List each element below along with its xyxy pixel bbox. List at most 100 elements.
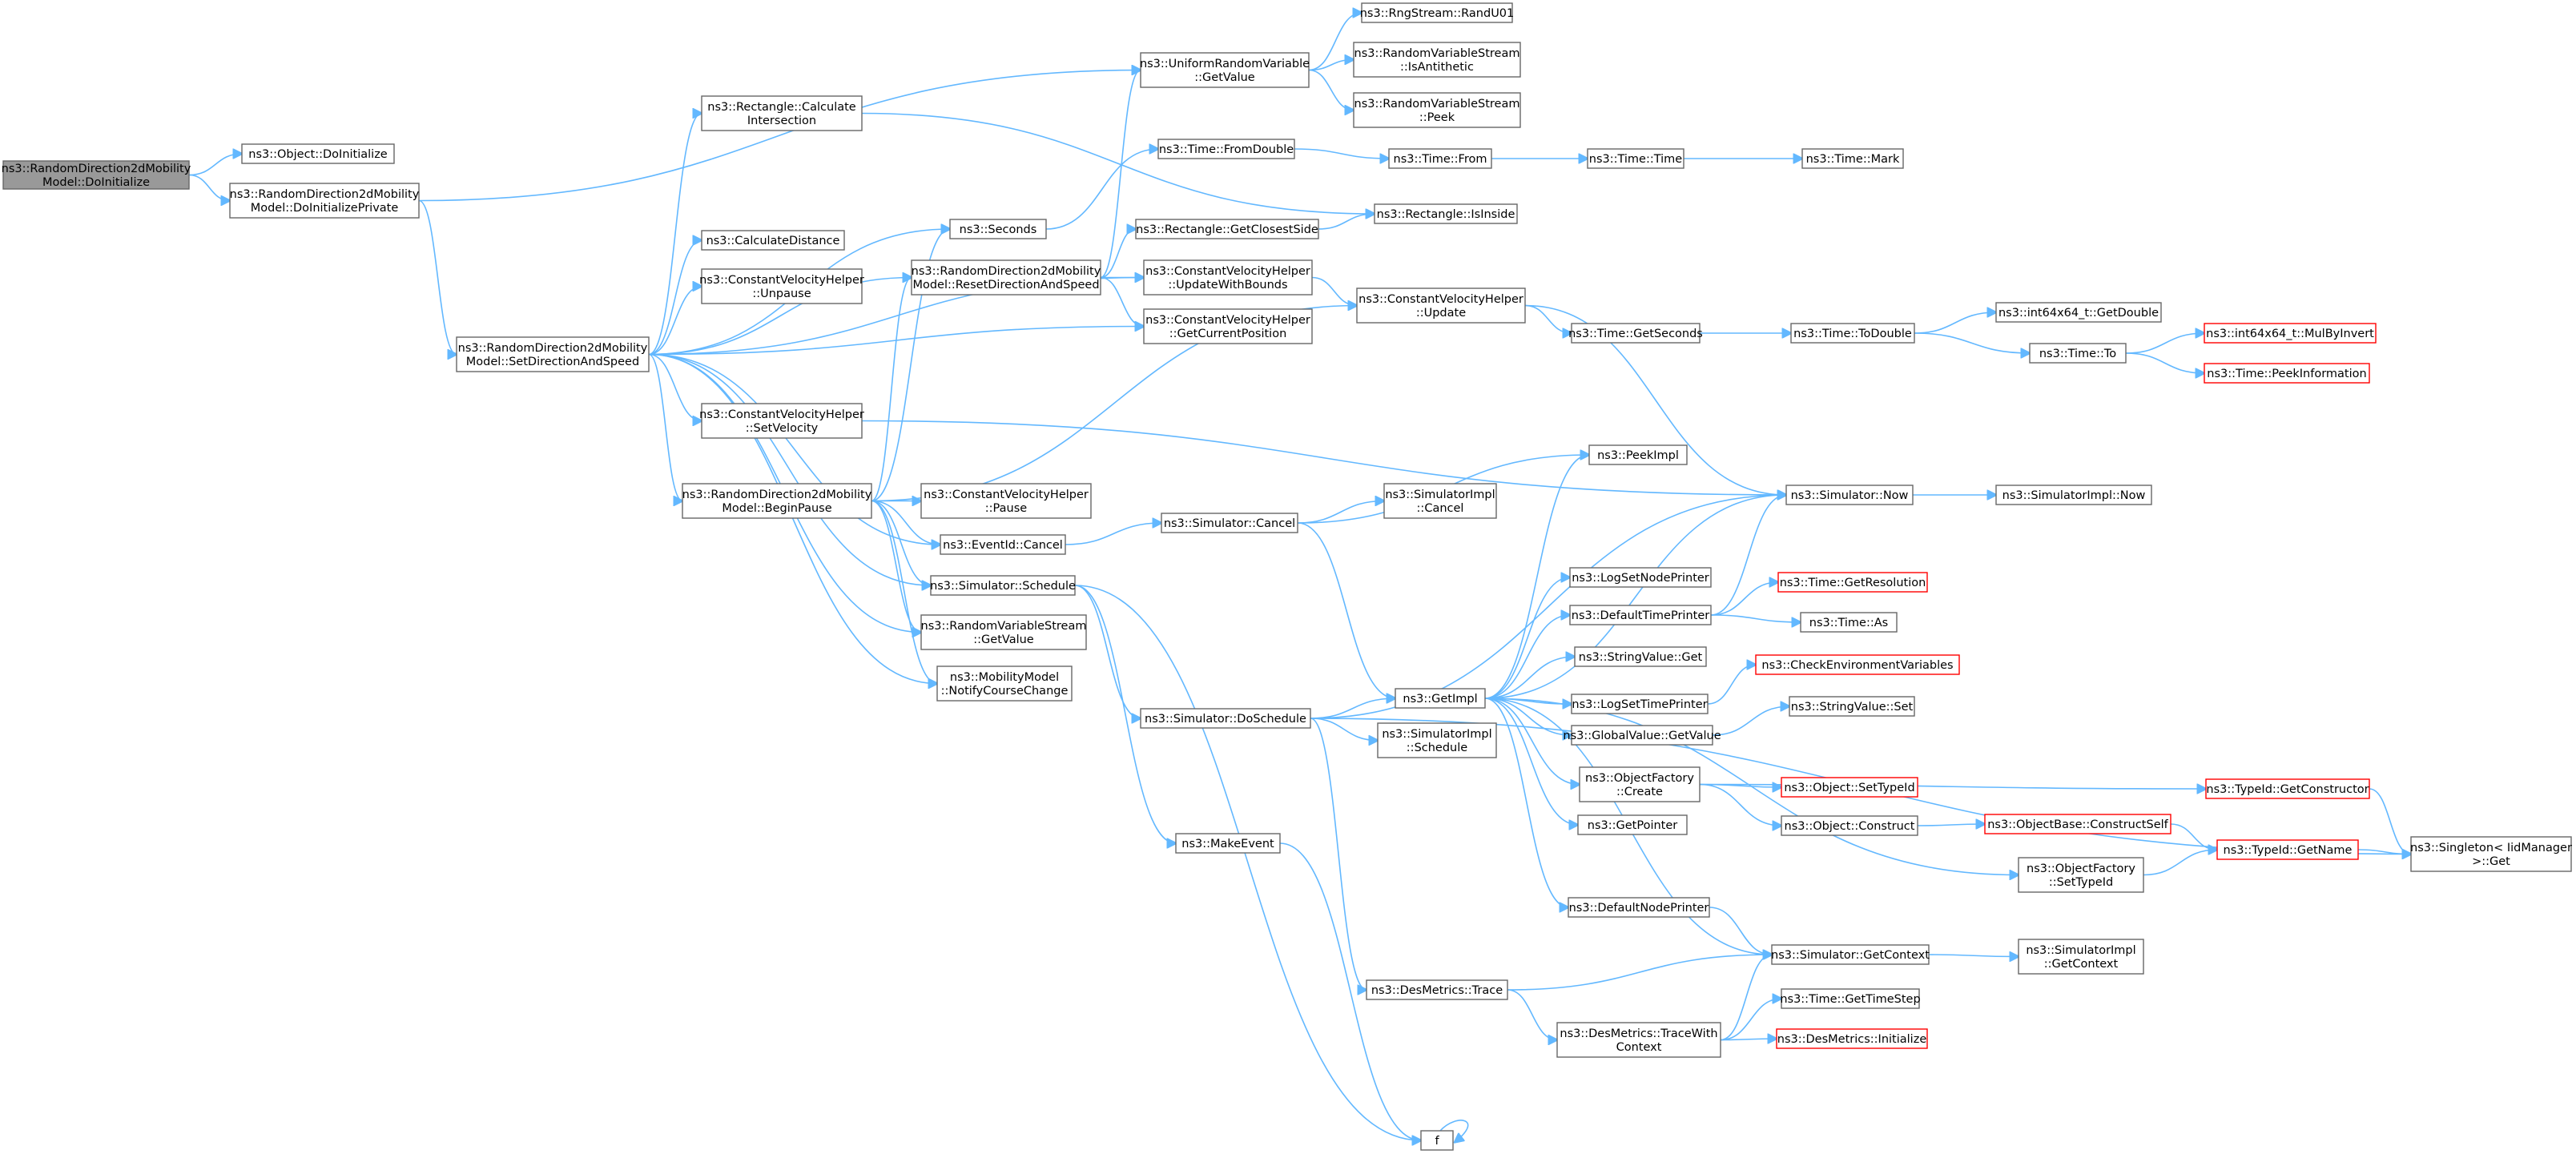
graph-node-cvgetpos[interactable]: ns3::ConstantVelocityHelper::GetCurrentP… bbox=[1143, 308, 1313, 344]
edge-objbaseconstruct-to-typeidgetname bbox=[2170, 823, 2217, 850]
graph-node-deftimeprinter[interactable]: ns3::DefaultTimePrinter bbox=[1569, 605, 1712, 625]
graph-node-cvupdbounds[interactable]: ns3::ConstantVelocityHelper::UpdateWithB… bbox=[1143, 259, 1313, 296]
node-box bbox=[1771, 944, 1930, 965]
graph-node-timegetsec[interactable]: ns3::Time::GetSeconds bbox=[1568, 323, 1703, 344]
edge-setdir-to-calcdist bbox=[648, 240, 702, 356]
graph-node-rngrand[interactable]: ns3::RngStream::RandU01 bbox=[1360, 2, 1515, 23]
node-box bbox=[701, 230, 845, 251]
graph-node-rvsanti[interactable]: ns3::RandomVariableStream::IsAntithetic bbox=[1353, 42, 1521, 78]
graph-node-simgetctx[interactable]: ns3::Simulator::GetContext bbox=[1771, 944, 1930, 965]
edge-setdir-to-resetdir bbox=[648, 278, 912, 356]
graph-node-strvalset[interactable]: ns3::StringValue::Set bbox=[1789, 696, 1915, 717]
graph-node-typeidgetctor[interactable]: ns3::TypeId::GetConstructor bbox=[2205, 778, 2370, 799]
graph-node-strvalget[interactable]: ns3::StringValue::Get bbox=[1574, 646, 1707, 667]
graph-node-cvpause[interactable]: ns3::ConstantVelocityHelper::Pause bbox=[920, 483, 1092, 519]
node-label: ns3::LogSetNodePrinter bbox=[1572, 572, 1709, 585]
graph-node-doinitpriv[interactable]: ns3::RandomDirection2dMobilityModel::DoI… bbox=[229, 183, 420, 219]
graph-node-objdoinit[interactable]: ns3::Object::DoInitialize bbox=[241, 143, 395, 164]
node-box bbox=[1571, 694, 1709, 714]
graph-node-logsetnode[interactable]: ns3::LogSetNodePrinter bbox=[1569, 567, 1712, 588]
graph-node-seconds[interactable]: ns3::Seconds bbox=[949, 219, 1047, 239]
graph-node-timeas[interactable]: ns3::Time::As bbox=[1800, 612, 1898, 633]
edge-deftimeprinter-to-timeas bbox=[1710, 614, 1801, 622]
graph-node-setdir[interactable]: ns3::RandomDirection2dMobilityModel::Set… bbox=[456, 336, 650, 372]
graph-node-defnodeprinter[interactable]: ns3::DefaultNodePrinter bbox=[1568, 897, 1710, 918]
graph-node-makeevent[interactable]: ns3::MakeEvent bbox=[1175, 833, 1281, 854]
node-label: ns3::EventId::Cancel bbox=[943, 539, 1063, 552]
graph-node-root[interactable]: ns3::RandomDirection2dMobilityModel::DoI… bbox=[2, 160, 191, 190]
graph-node-timetodouble[interactable]: ns3::Time::ToDouble bbox=[1790, 323, 1915, 344]
graph-node-cvupdate[interactable]: ns3::ConstantVelocityHelper::Update bbox=[1356, 287, 1526, 324]
graph-node-desinit[interactable]: ns3::DesMetrics::Initialize bbox=[1776, 1028, 1928, 1049]
graph-node-simimplnow[interactable]: ns3::SimulatorImpl::Now bbox=[1995, 485, 2152, 505]
graph-node-beginpause[interactable]: ns3::RandomDirection2dMobilityModel::Beg… bbox=[682, 483, 872, 519]
graph-node-logsettime[interactable]: ns3::LogSetTimePrinter bbox=[1571, 694, 1709, 714]
graph-node-timegetstep[interactable]: ns3::Time::GetTimeStep bbox=[1780, 988, 1921, 1009]
graph-node-typeidgetname[interactable]: ns3::TypeId::GetName bbox=[2216, 839, 2359, 860]
graph-node-simdosched[interactable]: ns3::Simulator::DoSchedule bbox=[1140, 708, 1311, 729]
node-box bbox=[911, 259, 1101, 296]
node-label: ns3::ConstantVelocityHelper bbox=[1145, 314, 1310, 327]
graph-node-getpointer[interactable]: ns3::GetPointer bbox=[1577, 814, 1688, 835]
graph-node-urvgetval[interactable]: ns3::UniformRandomVariable::GetValue bbox=[1140, 52, 1310, 88]
graph-node-checkenv[interactable]: ns3::CheckEnvironmentVariables bbox=[1755, 654, 1960, 675]
graph-node-rvspeek[interactable]: ns3::RandomVariableStream::Peek bbox=[1353, 92, 1521, 128]
graph-node-rvsgetval[interactable]: ns3::RandomVariableStream::GetValue bbox=[920, 614, 1087, 650]
graph-node-cvunpause[interactable]: ns3::ConstantVelocityHelper::Unpause bbox=[699, 268, 864, 304]
graph-node-f[interactable]: f bbox=[1420, 1130, 1454, 1151]
graph-node-desmetrics[interactable]: ns3::DesMetrics::Trace bbox=[1366, 979, 1508, 1000]
node-label: ns3::RandomVariableStream bbox=[921, 620, 1087, 633]
graph-node-rectclosest[interactable]: ns3::Rectangle::GetClosestSide bbox=[1135, 219, 1319, 239]
graph-node-objsettypeid[interactable]: ns3::Object::SetTypeId bbox=[1781, 777, 1918, 798]
graph-node-cvsetvel[interactable]: ns3::ConstantVelocityHelper::SetVelocity bbox=[699, 403, 864, 439]
graph-node-simcancel[interactable]: ns3::Simulator::Cancel bbox=[1161, 513, 1298, 533]
graph-node-timefrom[interactable]: ns3::Time::From bbox=[1388, 148, 1492, 169]
edge-logsettime-to-checkenv bbox=[1707, 665, 1756, 705]
edge-cvsetvel-to-simnow bbox=[861, 420, 1786, 496]
graph-node-objfactsettype[interactable]: ns3::ObjectFactory::SetTypeId bbox=[2018, 857, 2144, 893]
graph-node-simnow[interactable]: ns3::Simulator::Now bbox=[1785, 485, 1914, 505]
graph-node-singleton[interactable]: ns3::Singleton< IidManager>::Get bbox=[2410, 836, 2572, 872]
graph-node-timegetres[interactable]: ns3::Time::GetResolution bbox=[1777, 572, 1928, 593]
node-label: ::UpdateWithBounds bbox=[1168, 279, 1287, 292]
node-box bbox=[1568, 897, 1710, 918]
graph-node-peekimpl[interactable]: ns3::PeekImpl bbox=[1588, 444, 1688, 465]
graph-node-timeto[interactable]: ns3::Time::To bbox=[2029, 343, 2127, 364]
graph-node-simimplcancel[interactable]: ns3::SimulatorImpl::Cancel bbox=[1383, 483, 1497, 519]
edge-getimpl-to-globalval bbox=[1484, 698, 1572, 735]
edge-timefromdouble-to-timefrom bbox=[1294, 148, 1389, 159]
node-label: ns3::TypeId::GetName bbox=[2224, 844, 2353, 857]
graph-node-objconstruct[interactable]: ns3::Object::Construct bbox=[1781, 815, 1918, 836]
node-label: ns3::Object::DoInitialize bbox=[248, 148, 388, 161]
graph-node-objbaseconstruct[interactable]: ns3::ObjectBase::ConstructSelf bbox=[1984, 814, 2171, 834]
node-label: ns3::Time::GetSeconds bbox=[1568, 328, 1703, 340]
node-label: ns3::Time::As bbox=[1809, 617, 1888, 629]
graph-node-int64mulbyinv[interactable]: ns3::int64x64_t::MulByInvert bbox=[2204, 323, 2377, 344]
node-box bbox=[1574, 646, 1707, 667]
graph-node-getimpl[interactable]: ns3::GetImpl bbox=[1395, 688, 1486, 709]
node-box bbox=[1789, 696, 1915, 717]
graph-node-timemark[interactable]: ns3::Time::Mark bbox=[1801, 148, 1904, 169]
graph-node-evcancel[interactable]: ns3::EventId::Cancel bbox=[940, 534, 1066, 555]
graph-node-int64getdouble[interactable]: ns3::int64x64_t::GetDouble bbox=[1995, 302, 2162, 323]
graph-node-simsched[interactable]: ns3::Simulator::Schedule bbox=[930, 575, 1076, 596]
graph-node-objfactcreate[interactable]: ns3::ObjectFactory::Create bbox=[1579, 766, 1701, 802]
graph-node-calcdist[interactable]: ns3::CalculateDistance bbox=[701, 230, 845, 251]
node-label: ::GetValue bbox=[973, 633, 1034, 646]
graph-node-simimplsched[interactable]: ns3::SimulatorImpl::Schedule bbox=[1377, 722, 1497, 758]
graph-node-simimplgetctx[interactable]: ns3::SimulatorImpl::GetContext bbox=[2018, 939, 2144, 975]
edge-objfactcreate-to-objconstruct bbox=[1699, 783, 1781, 826]
graph-node-globalval[interactable]: ns3::GlobalValue::GetValue bbox=[1563, 725, 1721, 746]
graph-node-rectinside[interactable]: ns3::Rectangle::IsInside bbox=[1374, 203, 1518, 224]
node-label: ns3::Simulator::Cancel bbox=[1164, 517, 1295, 530]
graph-node-mobnotify[interactable]: ns3::MobilityModel::NotifyCourseChange bbox=[936, 665, 1073, 702]
graph-node-resetdir[interactable]: ns3::RandomDirection2dMobilityModel::Res… bbox=[911, 259, 1101, 296]
graph-node-timetime[interactable]: ns3::Time::Time bbox=[1587, 148, 1684, 169]
graph-node-timefromdouble[interactable]: ns3::Time::FromDouble bbox=[1157, 139, 1295, 159]
node-box bbox=[1143, 259, 1313, 296]
node-box bbox=[1755, 654, 1960, 675]
graph-node-timepeekinfo[interactable]: ns3::Time::PeekInformation bbox=[2204, 363, 2370, 384]
